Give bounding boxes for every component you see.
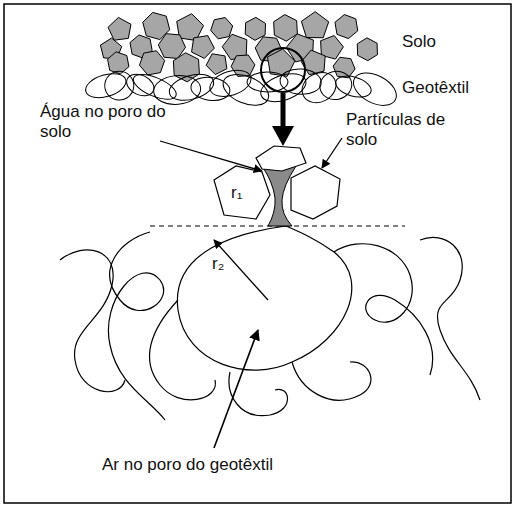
callout-label: Partículas de solo: [346, 110, 476, 151]
soil-particle: [192, 36, 215, 59]
magnifier-circle: [261, 48, 305, 92]
soil-particle: [274, 15, 298, 42]
soil-particle: [108, 52, 129, 74]
fiber-loop: [166, 70, 216, 105]
layer-label: Geotêxtil: [402, 78, 469, 98]
fiber-loop: [348, 66, 402, 112]
soil-particle: [231, 55, 255, 76]
callout-label: Ar no poro do geotêxtil: [102, 455, 273, 475]
radius-label: r₂: [212, 254, 224, 274]
fiber-loop: [333, 72, 373, 101]
soil-particle: [206, 54, 227, 75]
fiber-loop: [219, 68, 273, 111]
soil-particle: [173, 53, 199, 82]
soil-particle: [211, 18, 233, 39]
soil-particle: [139, 51, 164, 75]
soil-particle: [357, 38, 377, 61]
leader-arrow: [160, 141, 262, 171]
soil-particle: [291, 166, 340, 219]
radius-label: r₁: [231, 183, 242, 203]
zoom-arrow-shaft: [281, 93, 286, 128]
fiber-loop: [102, 69, 136, 103]
layer-label: Solo: [402, 32, 436, 52]
leader-arrow: [322, 138, 342, 168]
frame: [4, 4, 511, 503]
fiber-loop: [153, 74, 202, 107]
zoom-arrow-head: [272, 126, 294, 146]
soil-particle: [335, 15, 358, 39]
soil-particle: [108, 17, 131, 40]
soil-particle: [301, 12, 328, 38]
soil-particle: [214, 166, 270, 219]
soil-particle: [158, 34, 185, 59]
leader-arrow: [214, 330, 258, 448]
fiber-loop: [83, 69, 129, 102]
fiber-loop: [297, 67, 342, 109]
soil-particle: [256, 146, 306, 171]
geotextile-fibers-zoom: [60, 226, 480, 420]
callout-label: Água no poro do solo: [40, 102, 200, 143]
soil-particle: [333, 57, 355, 78]
